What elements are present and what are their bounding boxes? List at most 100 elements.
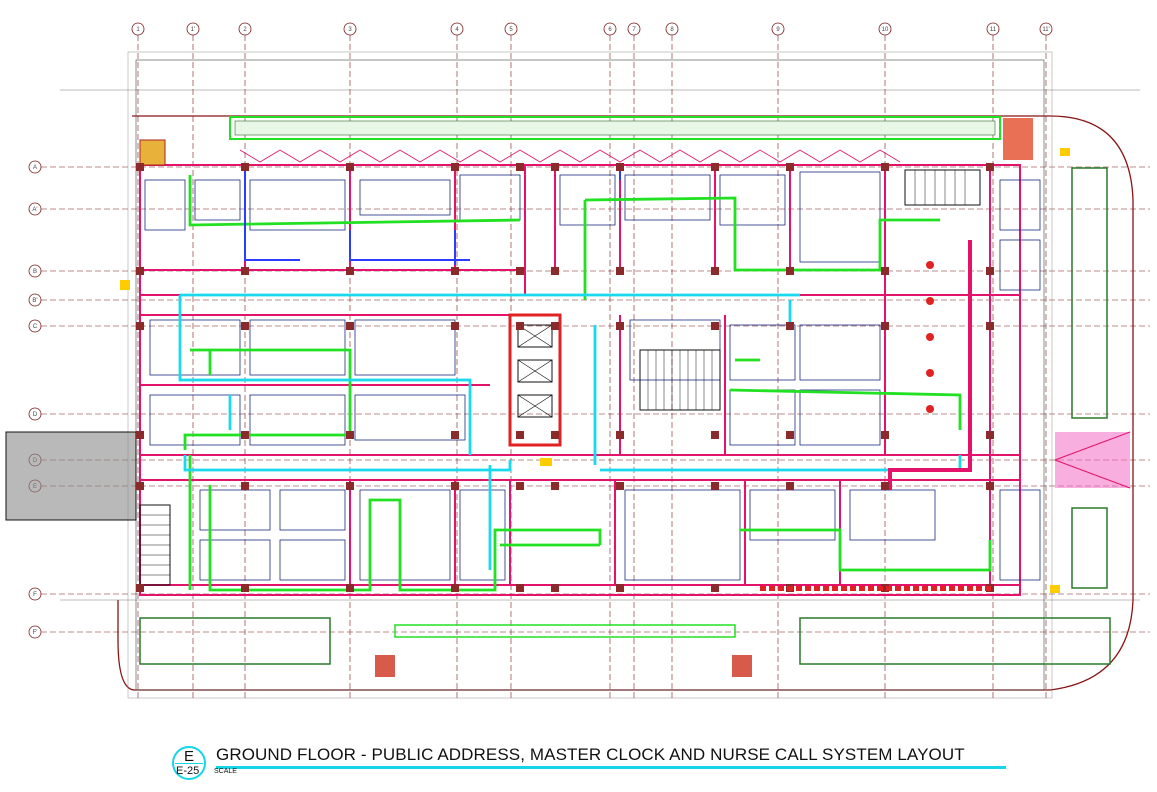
column-marker (551, 584, 559, 592)
column-bubble-label: 2 (243, 27, 247, 33)
row-bubble-label: B (33, 269, 37, 275)
column-marker (616, 267, 624, 275)
nurse-call-devices (760, 261, 991, 591)
column-bubble-label: 6 (608, 27, 612, 33)
column-marker (136, 322, 144, 330)
detail-bubble (172, 746, 206, 780)
column-bubble-label: 1 (136, 27, 140, 33)
column-bubble-label: 5 (509, 27, 513, 33)
column-marker (881, 267, 889, 275)
title-underline (216, 766, 1006, 769)
column-marker (346, 267, 354, 275)
nurse-call-device (958, 586, 964, 591)
nurse-call-device (922, 586, 928, 591)
column-marker (516, 322, 524, 330)
patient-station (926, 405, 934, 413)
column-marker (136, 431, 144, 439)
column-marker (451, 322, 459, 330)
yellow-fixtures (120, 148, 1070, 593)
column-marker (616, 322, 624, 330)
patient-station (926, 333, 934, 341)
nurse-call-device (913, 586, 919, 591)
column-marker (346, 431, 354, 439)
column-marker (881, 322, 889, 330)
column-marker (551, 322, 559, 330)
row-bubble-label: F' (33, 630, 38, 636)
row-bubble-label: B' (32, 298, 37, 304)
nurse-call-device (859, 586, 865, 591)
nurse-call-device (868, 586, 874, 591)
nurse-call-device (877, 586, 883, 591)
column-marker (616, 482, 624, 490)
column-marker (346, 322, 354, 330)
column-bubble-label: 4 (455, 27, 459, 33)
column-marker (711, 163, 719, 171)
nurse-call-device (985, 586, 991, 591)
column-marker (451, 482, 459, 490)
column-marker (711, 322, 719, 330)
column-marker (711, 584, 719, 592)
row-bubble-label: D (33, 412, 38, 418)
column-bubble-label: 11' (1042, 27, 1049, 33)
column-marker (881, 482, 889, 490)
title-block: E E-25 GROUND FLOOR - PUBLIC ADDRESS, MA… (172, 742, 1032, 782)
partitions (144, 171, 1041, 581)
column-bubble-label: 1' (191, 27, 195, 33)
column-marker (711, 482, 719, 490)
nurse-call-device (931, 586, 937, 591)
column-marker (551, 163, 559, 171)
nurse-call-device (886, 586, 892, 591)
column-marker (551, 482, 559, 490)
patient-station (926, 261, 934, 269)
column-marker (241, 584, 249, 592)
column-marker (711, 431, 719, 439)
nurse-call-cable (183, 175, 992, 592)
nurse-call-device (787, 586, 793, 591)
riser (888, 240, 972, 490)
column-marker (451, 267, 459, 275)
column-marker (881, 163, 889, 171)
column-marker (986, 431, 994, 439)
column-marker (786, 482, 794, 490)
column-marker (346, 163, 354, 171)
nurse-call-device (976, 586, 982, 591)
detail-letter: E (183, 748, 194, 765)
entry-ramps (5, 431, 1131, 677)
column-marker (241, 482, 249, 490)
column-marker (241, 431, 249, 439)
column-marker (986, 322, 994, 330)
nurse-call-device (796, 586, 802, 591)
column-marker (551, 431, 559, 439)
column-marker (451, 163, 459, 171)
column-marker (241, 163, 249, 171)
column-marker (451, 584, 459, 592)
column-bubble-label: 11 (990, 27, 997, 33)
structural-columns (136, 163, 994, 592)
column-marker (616, 163, 624, 171)
column-marker (516, 584, 524, 592)
nurse-call-device (760, 586, 766, 591)
row-bubble-label: C (33, 324, 38, 330)
column-marker (986, 267, 994, 275)
detail-divider (175, 763, 203, 764)
column-bubble-label: 9 (776, 27, 780, 33)
nurse-call-device (832, 586, 838, 591)
lower-canopies (139, 167, 1111, 665)
clock-cable (244, 165, 621, 265)
column-marker (786, 431, 794, 439)
column-marker (786, 322, 794, 330)
scale-label: SCALE (214, 768, 237, 775)
column-marker (136, 163, 144, 171)
stair-lift-core (139, 118, 1033, 586)
column-marker (786, 267, 794, 275)
nurse-call-device (769, 586, 775, 591)
column-marker (711, 267, 719, 275)
drawing-title: GROUND FLOOR - PUBLIC ADDRESS, MASTER CL… (216, 745, 965, 764)
column-marker (786, 163, 794, 171)
column-marker (616, 431, 624, 439)
column-marker (451, 431, 459, 439)
column-marker (551, 267, 559, 275)
nurse-call-device (967, 586, 973, 591)
nurse-call-device (949, 586, 955, 591)
row-bubble-label: F (33, 592, 37, 598)
